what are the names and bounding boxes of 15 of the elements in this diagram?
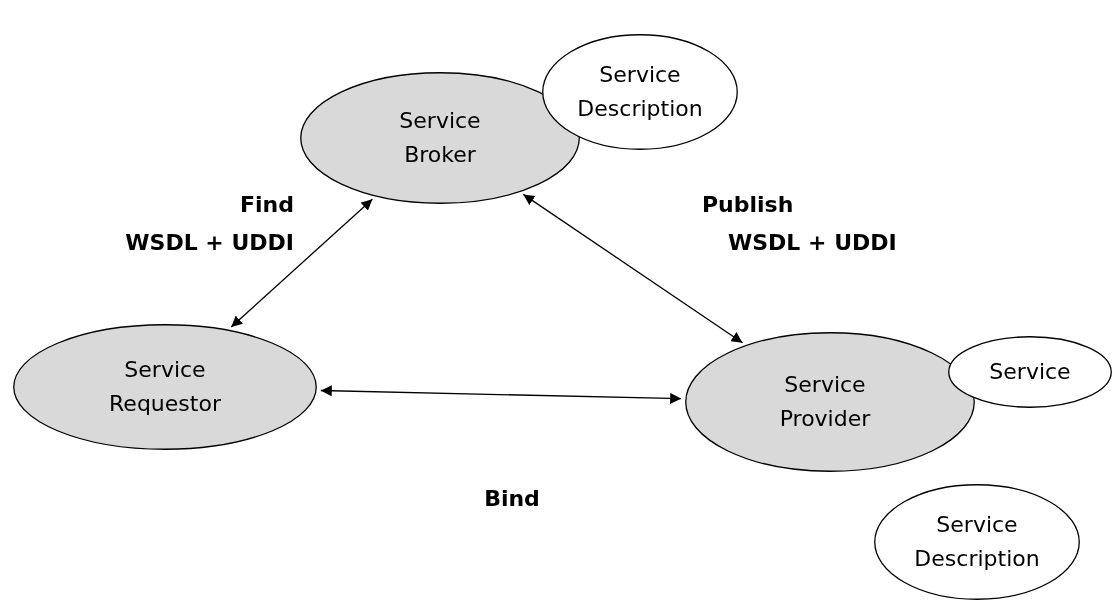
service-ellipse (13, 324, 317, 450)
node-label: Service Broker (398, 107, 482, 169)
service-ellipse (685, 332, 975, 472)
double-arrow (320, 385, 682, 404)
node-label: Service Description (576, 61, 704, 123)
service-ellipse (542, 34, 738, 150)
node-label: Service Requestor (108, 356, 222, 418)
node-label: Service Provider (778, 371, 872, 433)
double-arrow (522, 193, 744, 344)
node-label: Service Description (913, 511, 1041, 573)
node-label: Service (988, 358, 1072, 386)
service-ellipse (948, 336, 1112, 408)
service-ellipse (874, 484, 1080, 600)
service-ellipse (300, 72, 580, 204)
double-arrow (230, 198, 374, 328)
